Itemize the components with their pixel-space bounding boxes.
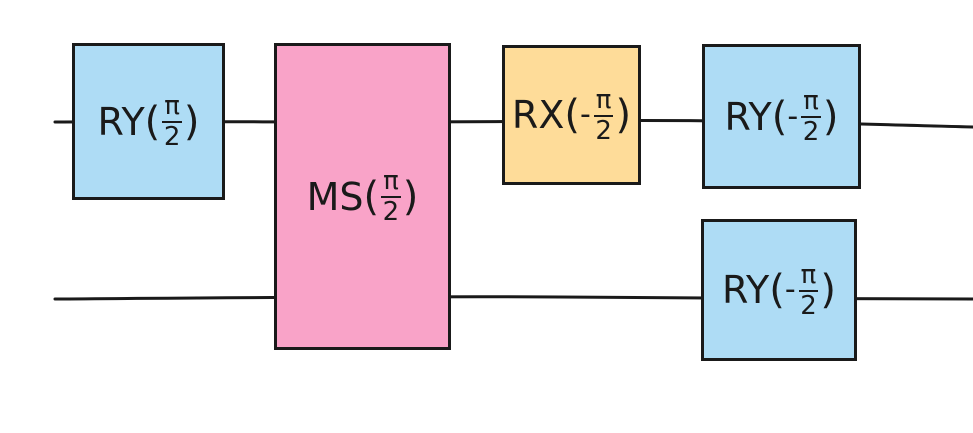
frac-num: π (162, 91, 182, 123)
frac-num: π (381, 166, 401, 198)
frac-den: 2 (382, 197, 400, 227)
gate-op: RY (724, 94, 772, 139)
gate-op: RX (511, 93, 565, 137)
gate-op: RY (97, 99, 145, 144)
frac-num: π (593, 84, 614, 117)
frac-den: 2 (163, 122, 181, 152)
minus-sign: - (787, 98, 799, 134)
minus-sign: - (579, 97, 591, 132)
minus-sign: - (784, 272, 796, 307)
frac-den: 2 (802, 117, 820, 147)
frac-num: π (798, 259, 819, 292)
frac-num: π (801, 86, 821, 118)
gate-op: RY (722, 268, 770, 312)
frac-den: 2 (800, 290, 817, 321)
gate-op: MS (306, 174, 364, 219)
frac-den: 2 (595, 115, 612, 146)
